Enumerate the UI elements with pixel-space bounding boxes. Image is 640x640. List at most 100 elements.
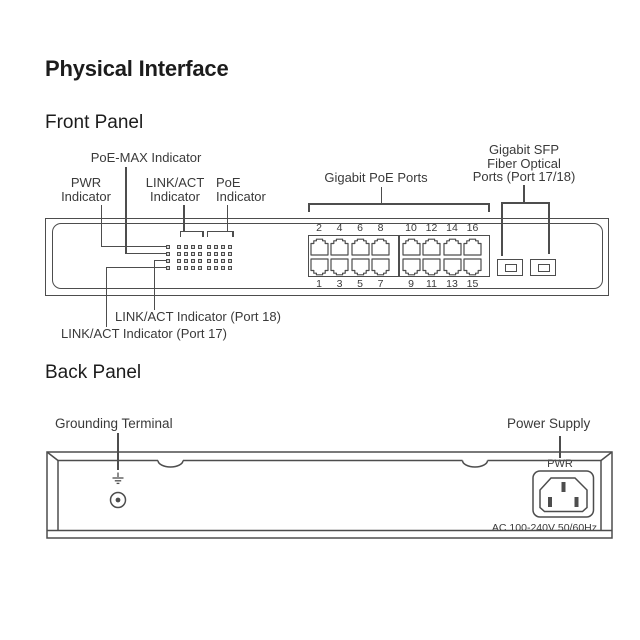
port-group-divider bbox=[398, 236, 400, 276]
link-act-indicator-label: LINK/ACT Indicator bbox=[145, 175, 205, 204]
poe-bracket bbox=[206, 230, 234, 232]
port18-indicator-label: LINK/ACT Indicator (Port 18) bbox=[115, 309, 281, 324]
sfp-bracket bbox=[501, 202, 503, 256]
led-indicator bbox=[207, 251, 211, 256]
chassis-notch bbox=[461, 460, 489, 468]
pwr-indicator-label: PWR Indicator bbox=[61, 175, 111, 204]
led-indicator bbox=[184, 265, 188, 270]
led-row bbox=[166, 265, 232, 270]
port-number: 13 bbox=[446, 277, 458, 290]
led-indicator bbox=[228, 244, 232, 249]
poe-indicator-label: PoE Indicator bbox=[216, 175, 266, 204]
port-number: 8 bbox=[377, 221, 384, 234]
led-indicator bbox=[207, 244, 211, 249]
led-indicator bbox=[214, 258, 218, 263]
rj45-port-icon bbox=[422, 238, 441, 256]
led-indicator bbox=[207, 258, 211, 263]
port-number: 6 bbox=[357, 221, 363, 234]
sfp-bracket bbox=[501, 202, 550, 204]
led-indicator bbox=[166, 258, 170, 263]
led-indicator bbox=[184, 251, 188, 256]
pwr-socket-label: PWR bbox=[547, 458, 573, 470]
sfp-port-17-slot bbox=[504, 264, 517, 272]
rj45-port-icon bbox=[401, 238, 421, 256]
led-indicator bbox=[228, 258, 232, 263]
port-number: 11 bbox=[426, 277, 437, 290]
led-indicator bbox=[177, 251, 181, 256]
poe-bracket bbox=[206, 230, 208, 237]
led-indicator bbox=[166, 244, 170, 249]
port-number: 5 bbox=[357, 277, 363, 290]
led-indicator bbox=[177, 258, 181, 263]
poe-ports-bracket bbox=[308, 203, 490, 205]
poe-ports-leader-line bbox=[380, 186, 383, 204]
rj45-port-icon bbox=[422, 257, 441, 275]
rj45-port-icon bbox=[401, 257, 421, 275]
led-indicator bbox=[166, 265, 170, 270]
port-number: 14 bbox=[446, 221, 458, 234]
power-leader-line bbox=[559, 436, 561, 458]
led-indicator bbox=[207, 265, 211, 270]
led-indicator bbox=[221, 265, 225, 270]
led-indicator bbox=[191, 244, 195, 249]
rj45-port-icon bbox=[463, 238, 482, 256]
link-act-bracket bbox=[202, 230, 204, 237]
sfp-port-18 bbox=[530, 259, 556, 276]
port-number: 15 bbox=[466, 277, 479, 290]
poe-ports-bracket bbox=[308, 203, 310, 212]
front-panel-heading: Front Panel bbox=[45, 112, 144, 133]
rj45-port-icon bbox=[442, 238, 462, 256]
port18-leader-line bbox=[153, 260, 156, 310]
power-inlet bbox=[532, 470, 595, 518]
rj45-port-icon bbox=[309, 257, 329, 275]
led-row bbox=[166, 244, 232, 249]
rj45-port-icon bbox=[350, 257, 370, 275]
led-row bbox=[166, 251, 232, 256]
sfp-port-18-slot bbox=[537, 264, 550, 272]
poe-port-block bbox=[308, 235, 490, 277]
grounding-terminal-label: Grounding Terminal bbox=[55, 416, 173, 431]
rj45-port-icon bbox=[330, 238, 349, 256]
poe-max-leader-line bbox=[125, 252, 167, 255]
port18-leader-line bbox=[153, 259, 166, 262]
rj45-port-icon bbox=[371, 238, 390, 256]
poe-max-leader-line bbox=[125, 167, 127, 254]
led-indicator bbox=[177, 265, 181, 270]
port-number: 9 bbox=[408, 277, 414, 290]
sfp-ports-label: Gigabit SFP Fiber Optical Ports (Port 17… bbox=[472, 142, 576, 184]
sfp-port-17 bbox=[497, 259, 523, 276]
gigabit-poe-ports-label: Gigabit PoE Ports bbox=[324, 170, 428, 185]
port-number: 4 bbox=[336, 221, 343, 234]
led-indicator bbox=[191, 258, 195, 263]
led-indicator bbox=[228, 251, 232, 256]
power-supply-label: Power Supply bbox=[507, 416, 591, 431]
led-indicator bbox=[198, 244, 202, 249]
port-number: 10 bbox=[405, 221, 417, 234]
socket-pin bbox=[548, 497, 552, 507]
rj45-port-icon bbox=[309, 238, 329, 256]
socket-pin bbox=[574, 497, 579, 507]
led-indicator bbox=[177, 244, 181, 249]
led-indicator bbox=[184, 258, 188, 263]
link-act-bracket bbox=[179, 230, 204, 232]
led-indicator bbox=[191, 251, 195, 256]
led-indicator bbox=[198, 258, 202, 263]
front-chassis-outer bbox=[45, 218, 609, 296]
led-indicator bbox=[184, 244, 188, 249]
back-chassis-outline bbox=[46, 451, 613, 539]
rj45-port-icon bbox=[350, 238, 370, 256]
back-chassis-art bbox=[46, 451, 613, 539]
led-indicator bbox=[221, 244, 225, 249]
led-indicator bbox=[198, 265, 202, 270]
poe-bracket bbox=[232, 230, 234, 237]
page-title: Physical Interface bbox=[45, 56, 229, 81]
led-indicator bbox=[221, 258, 225, 263]
led-row bbox=[166, 258, 232, 263]
led-indicator bbox=[228, 265, 232, 270]
socket-pin bbox=[561, 482, 566, 492]
led-indicator bbox=[221, 251, 225, 256]
poe-max-indicator-label: PoE-MAX Indicator bbox=[90, 150, 202, 165]
front-chassis-inner bbox=[52, 223, 603, 289]
sfp-leader-line bbox=[523, 184, 525, 203]
